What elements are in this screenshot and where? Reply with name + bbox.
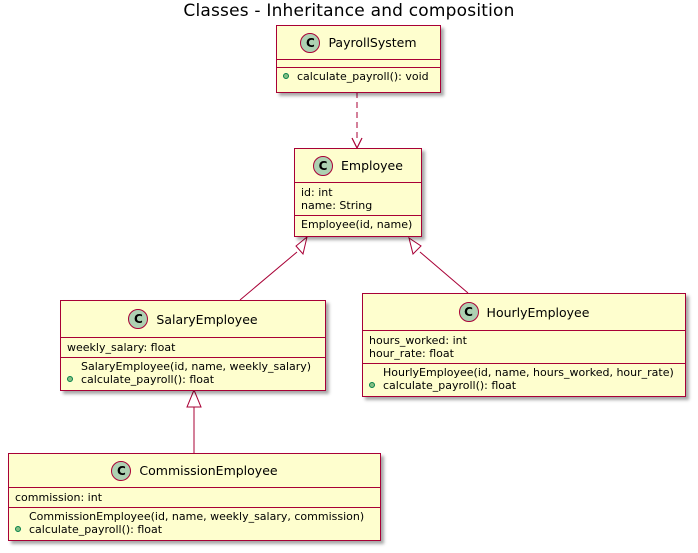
fields-section: commission: int xyxy=(9,487,380,507)
class-name: PayrollSystem xyxy=(328,35,417,50)
method: calculate_payroll(): float xyxy=(81,373,215,386)
field: hour_rate: float xyxy=(369,347,454,360)
class-name: Employee xyxy=(341,158,403,173)
methods-section: Employee(id, name) xyxy=(295,215,421,233)
method: HourlyEmployee(id, name, hours_worked, h… xyxy=(383,366,674,379)
fields-section xyxy=(277,59,440,67)
field: weekly_salary: float xyxy=(67,341,176,354)
inheritance-line-salary xyxy=(239,251,298,301)
class-commission-employee: C CommissionEmployee commission: int Com… xyxy=(8,453,381,541)
public-visibility-icon xyxy=(67,376,73,382)
inheritance-arrowhead-salary xyxy=(295,235,308,256)
class-icon: C xyxy=(128,309,149,329)
class-payroll-system: C PayrollSystem calculate_payroll(): voi… xyxy=(276,25,441,93)
dependency-arrowhead xyxy=(351,137,363,150)
class-icon: C xyxy=(111,460,132,481)
fields-section: weekly_salary: float xyxy=(61,337,325,357)
field: commission: int xyxy=(15,491,103,504)
method: calculate_payroll(): float xyxy=(29,523,163,536)
class-salary-employee: C SalaryEmployee weekly_salary: float Sa… xyxy=(60,300,326,391)
methods-section: SalaryEmployee(id, name, weekly_salary) … xyxy=(61,357,325,388)
public-visibility-icon xyxy=(369,382,375,388)
method: calculate_payroll(): void xyxy=(297,70,429,83)
class-name: CommissionEmployee xyxy=(139,463,278,478)
field: id: int xyxy=(301,186,333,199)
diagram-title: Classes - Inheritance and composition xyxy=(183,1,515,21)
class-employee: C Employee id: int name: String Employee… xyxy=(294,148,422,237)
class-icon: C xyxy=(458,302,479,322)
method: SalaryEmployee(id, name, weekly_salary) xyxy=(81,360,312,373)
fields-section: hours_worked: int hour_rate: float xyxy=(363,330,685,363)
fields-section: id: int name: String xyxy=(295,182,421,215)
public-visibility-icon xyxy=(15,526,21,532)
method: calculate_payroll(): float xyxy=(383,379,517,392)
public-visibility-icon xyxy=(283,73,289,79)
class-icon: C xyxy=(313,155,334,176)
class-name: HourlyEmployee xyxy=(486,304,590,320)
class-hourly-employee: C HourlyEmployee hours_worked: int hour_… xyxy=(362,293,686,397)
method: CommissionEmployee(id, name, weekly_sala… xyxy=(29,510,365,523)
methods-section: calculate_payroll(): void xyxy=(277,67,440,85)
class-name: SalaryEmployee xyxy=(156,311,258,327)
inheritance-arrowhead-hourly xyxy=(408,236,422,255)
method: Employee(id, name) xyxy=(301,218,413,231)
methods-section: CommissionEmployee(id, name, weekly_sala… xyxy=(9,507,380,538)
inheritance-line-hourly xyxy=(419,251,469,294)
class-icon: C xyxy=(300,32,321,53)
methods-section: HourlyEmployee(id, name, hours_worked, h… xyxy=(363,363,685,394)
inheritance-arrowhead-commission xyxy=(186,388,202,408)
field: name: String xyxy=(301,199,373,212)
field: hours_worked: int xyxy=(369,334,467,347)
